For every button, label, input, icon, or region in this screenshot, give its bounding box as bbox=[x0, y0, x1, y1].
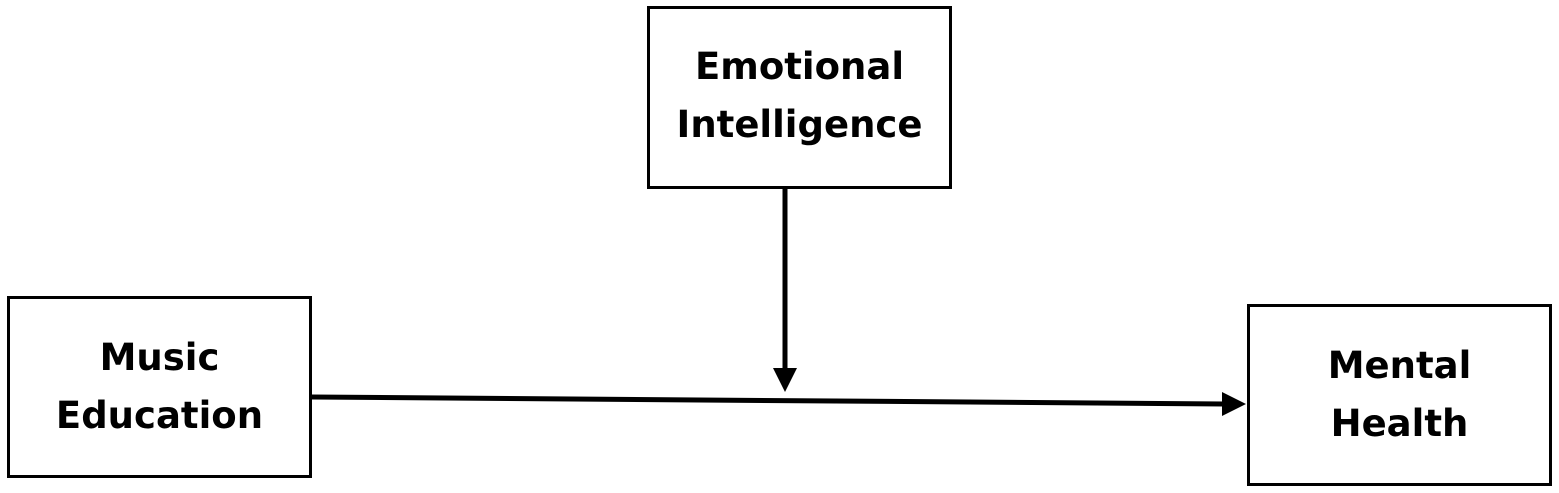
mental-health-label-line1: Mental bbox=[1327, 344, 1472, 387]
moderation-arrowhead bbox=[773, 368, 797, 392]
mental-health-box: Mental Health bbox=[1247, 304, 1552, 486]
mental-health-label-line2: Health bbox=[1330, 402, 1469, 445]
direct-path-arrowhead bbox=[1222, 392, 1246, 416]
music-education-label-line2: Education bbox=[55, 394, 264, 437]
emotional-intelligence-label-line1: Emotional bbox=[694, 44, 905, 88]
emotional-intelligence-box: Emotional Intelligence bbox=[647, 6, 952, 189]
music-education-box: Music Education bbox=[7, 296, 312, 478]
music-education-label-line1: Music bbox=[99, 336, 220, 379]
emotional-intelligence-label-line2: Intelligence bbox=[676, 102, 923, 146]
direct-path-arrow-line bbox=[311, 394, 1225, 407]
